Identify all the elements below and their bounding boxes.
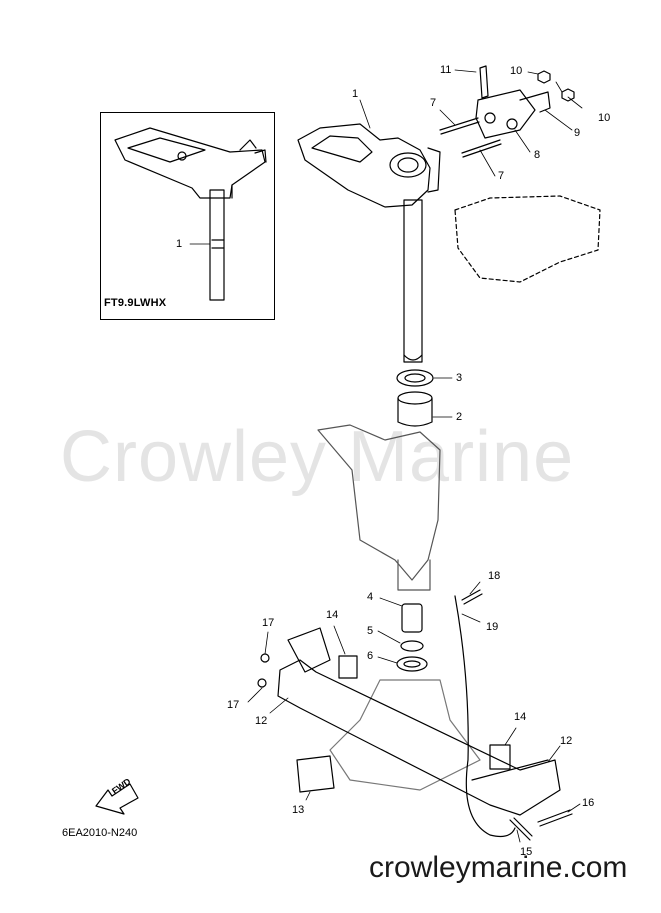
bolt-11 (479, 65, 489, 99)
callout-12a: 12 (255, 715, 268, 727)
callout-10b: 10 (598, 112, 611, 124)
bushing-4 (401, 603, 423, 633)
callout-8: 8 (534, 149, 541, 161)
damper-13 (296, 755, 335, 793)
callout-2: 2 (456, 411, 463, 423)
damper-14b (489, 744, 511, 770)
callout-4: 4 (367, 591, 374, 603)
callout-19: 19 (486, 621, 499, 633)
bracket-plate-ghost (454, 195, 601, 283)
callout-3: 3 (456, 372, 463, 384)
callout-17a: 17 (262, 617, 275, 629)
callout-12b: 12 (560, 735, 573, 747)
lower-mount-ghost (329, 679, 481, 791)
callout-7b: 7 (498, 170, 505, 182)
fwd-arrow-icon (95, 783, 139, 815)
callout-7a: 7 (430, 97, 437, 109)
callout-6: 6 (367, 650, 374, 662)
nut-10b (561, 88, 575, 102)
stud-lower (461, 139, 502, 158)
bolt-15 (509, 817, 533, 841)
callout-10a: 10 (510, 65, 523, 77)
callout-15: 15 (520, 846, 533, 858)
callout-9: 9 (574, 127, 581, 139)
bushing-2 (397, 397, 433, 427)
ground-lead-19 (454, 595, 516, 838)
callout-16: 16 (582, 797, 595, 809)
cable-bracket-drawing (475, 89, 551, 139)
bolt-18 (461, 589, 483, 605)
bushing-3 (396, 369, 434, 387)
callout-13: 13 (292, 804, 305, 816)
stud-upper (439, 117, 480, 135)
damper-14a (338, 655, 358, 679)
nut-17b (257, 678, 267, 688)
watermark-text: Crowley Marine (60, 417, 575, 497)
callout-5: 5 (367, 625, 374, 637)
inset-model-label: FT9.9LWHX (104, 297, 167, 309)
nut-10a (537, 70, 551, 84)
callout-11: 11 (440, 64, 452, 76)
drawing-code: 6EA2010-N240 (62, 827, 138, 839)
callout-18: 18 (488, 570, 501, 582)
callout-14a: 14 (326, 609, 339, 621)
callout-1: 1 (352, 88, 359, 100)
leader-lines (189, 69, 583, 843)
nut-17a (260, 653, 270, 663)
lower-bracket-12 (277, 659, 561, 816)
seal-6 (396, 656, 428, 672)
bolt-16 (537, 809, 573, 827)
swivel-bracket-ghost (317, 424, 441, 581)
footer-url: crowleymarine.com (369, 851, 628, 884)
o-ring-5 (400, 640, 424, 652)
inset-steering-arm-drawing (114, 127, 267, 301)
callout-17b: 17 (227, 699, 240, 711)
callout-14b: 14 (514, 711, 527, 723)
inset-callout-1: 1 (176, 238, 183, 250)
steering-arm-drawing (297, 123, 441, 363)
inset-panel (100, 112, 275, 320)
